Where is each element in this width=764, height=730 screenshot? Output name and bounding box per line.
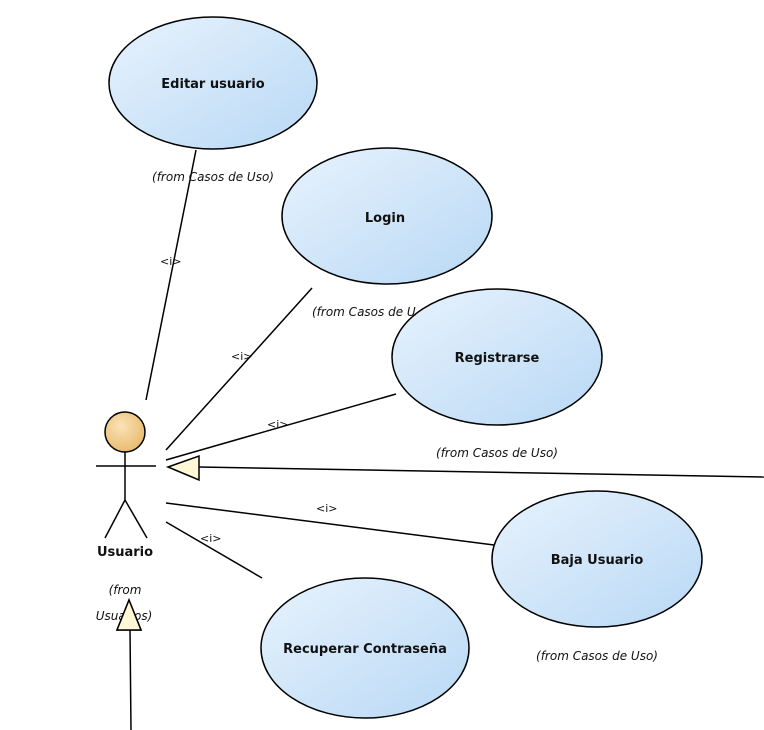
use-case-from-label: (from Casos de Uso) (536, 649, 658, 663)
use-case-editar-usuario[interactable]: Editar usuario (108, 16, 318, 150)
actor-usuario[interactable]: Usuario (96, 411, 156, 560)
include-line-login[interactable] (165, 287, 313, 451)
include-label-login: <i> (231, 350, 253, 363)
include-line-editar[interactable] (145, 149, 197, 401)
include-label-editar: <i> (160, 255, 182, 268)
generalization-line-right[interactable] (198, 466, 764, 478)
use-case-login[interactable]: Login (281, 147, 493, 285)
use-case-registrarse[interactable]: Registrarse (391, 288, 603, 426)
generalization-line-bottom[interactable] (129, 629, 132, 730)
use-case-label: Registrarse (455, 351, 540, 366)
use-case-label: Recuperar Contraseña (283, 642, 447, 657)
actor-from-label: (from (109, 583, 142, 597)
actor-head (104, 411, 146, 453)
include-line-registrarse[interactable] (165, 393, 397, 461)
generalization-arrow-bottom-overlay (115, 597, 143, 631)
include-line-recuperar[interactable] (165, 521, 263, 579)
include-label-baja: <i> (316, 502, 338, 515)
use-case-recuperar-contrasena[interactable]: Recuperar Contraseña (260, 577, 470, 719)
actor-left-leg (104, 499, 126, 539)
actor-right-leg (124, 499, 148, 539)
use-case-from-label: (from Casos de Uso) (312, 305, 434, 319)
use-case-from-label: (from Casos de Uso) (436, 446, 558, 460)
use-case-from-label: (from Casos de Uso) (152, 170, 274, 184)
use-case-label: Login (365, 211, 405, 226)
generalization-arrow-right (165, 454, 200, 482)
relationship-lines (129, 149, 764, 730)
use-case-label: Baja Usuario (551, 553, 644, 568)
include-label-recuperar: <i> (200, 532, 222, 545)
use-case-label: Editar usuario (161, 77, 264, 92)
include-line-baja[interactable] (165, 502, 495, 546)
include-label-registrarse: <i> (267, 418, 289, 431)
use-case-baja-usuario[interactable]: Baja Usuario (491, 490, 703, 628)
actor-name: Usuario (97, 545, 153, 560)
